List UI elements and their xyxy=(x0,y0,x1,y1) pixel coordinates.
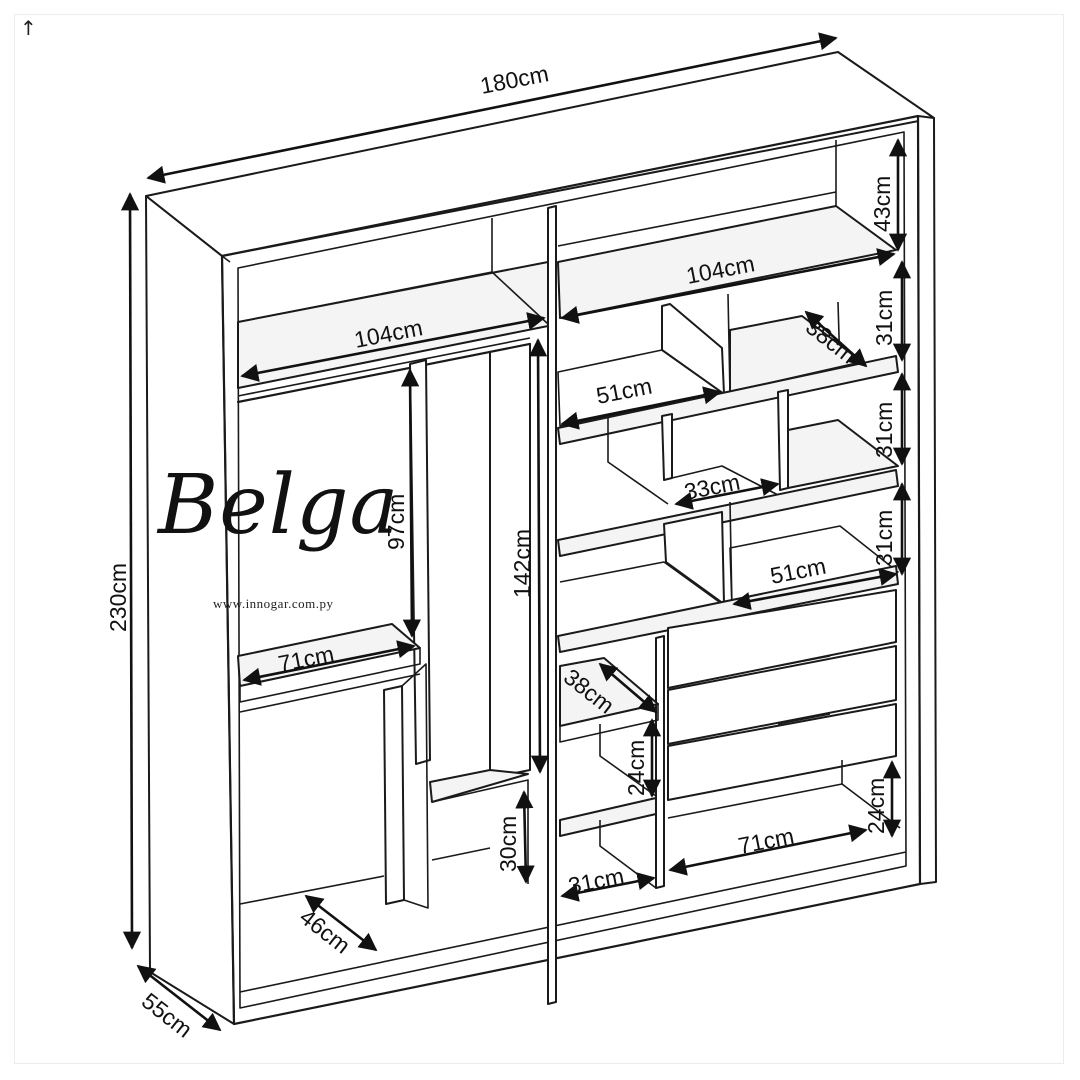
cubby-divider-1 xyxy=(661,303,725,395)
dim-arrow-hanging-short xyxy=(401,368,421,638)
image-frame xyxy=(14,14,1064,1064)
label-top-right-height: 43cm xyxy=(869,176,895,232)
label-mid-width-1: 51cm xyxy=(594,373,654,409)
website-url: www.innogar.com.py xyxy=(213,596,334,611)
label-shelf-height-3: 31cm xyxy=(871,510,897,566)
lower-left-partition xyxy=(383,685,405,905)
dim-arrow-small-depth xyxy=(598,662,658,714)
dim-arrow-left-depth xyxy=(304,894,378,952)
left-hanging-area xyxy=(237,343,531,909)
label-shelf-height-1: 31cm xyxy=(871,290,897,346)
dim-arrow-mid-width-2 xyxy=(732,568,898,610)
dim-arrow-shelf-depth xyxy=(804,310,868,368)
label-hanging-long: 142cm xyxy=(509,529,535,598)
dim-arrow-top-right-width xyxy=(560,248,896,324)
dim-arrow-left-shelf xyxy=(242,640,416,686)
drawer-3 xyxy=(667,703,897,801)
label-small-width: 31cm xyxy=(566,863,626,899)
cubby-shelf-right xyxy=(787,419,899,489)
small-cubby-shelf-2 xyxy=(559,797,657,837)
label-shelf-height-2: 31cm xyxy=(871,402,897,458)
corner-arrow-icon: ↑ xyxy=(20,16,37,40)
label-total-width: 180cm xyxy=(478,60,551,99)
center-bottom-shelf xyxy=(429,769,529,803)
dim-arrow-drawer-width xyxy=(668,824,868,876)
dim-arrow-top-left-width xyxy=(240,312,546,382)
label-small-height: 24cm xyxy=(623,740,649,796)
dim-arrow-hanging-long xyxy=(528,338,550,774)
label-drawer-height: 24cm xyxy=(863,778,889,834)
center-divider xyxy=(547,205,557,1005)
label-drawer-width: 71cm xyxy=(736,823,796,859)
dim-arrow-mid-width-1 xyxy=(560,386,722,430)
dim-arrow-small-width xyxy=(560,872,656,902)
brand-logo-text: Belga xyxy=(158,458,400,553)
dim-arrow-cubby-width xyxy=(674,478,780,510)
label-center-bottom: 30cm xyxy=(495,816,521,872)
drawer-2 xyxy=(667,645,897,745)
dim-arrow-total-height xyxy=(120,192,142,950)
dim-arrow-center-bottom xyxy=(515,790,535,884)
dim-arrow-total-depth xyxy=(136,964,222,1032)
label-total-height: 230cm xyxy=(105,563,131,632)
dimension-arrows xyxy=(120,32,912,1032)
dim-arrow-total-width xyxy=(146,32,838,184)
label-hanging-short: 97cm xyxy=(383,494,409,550)
